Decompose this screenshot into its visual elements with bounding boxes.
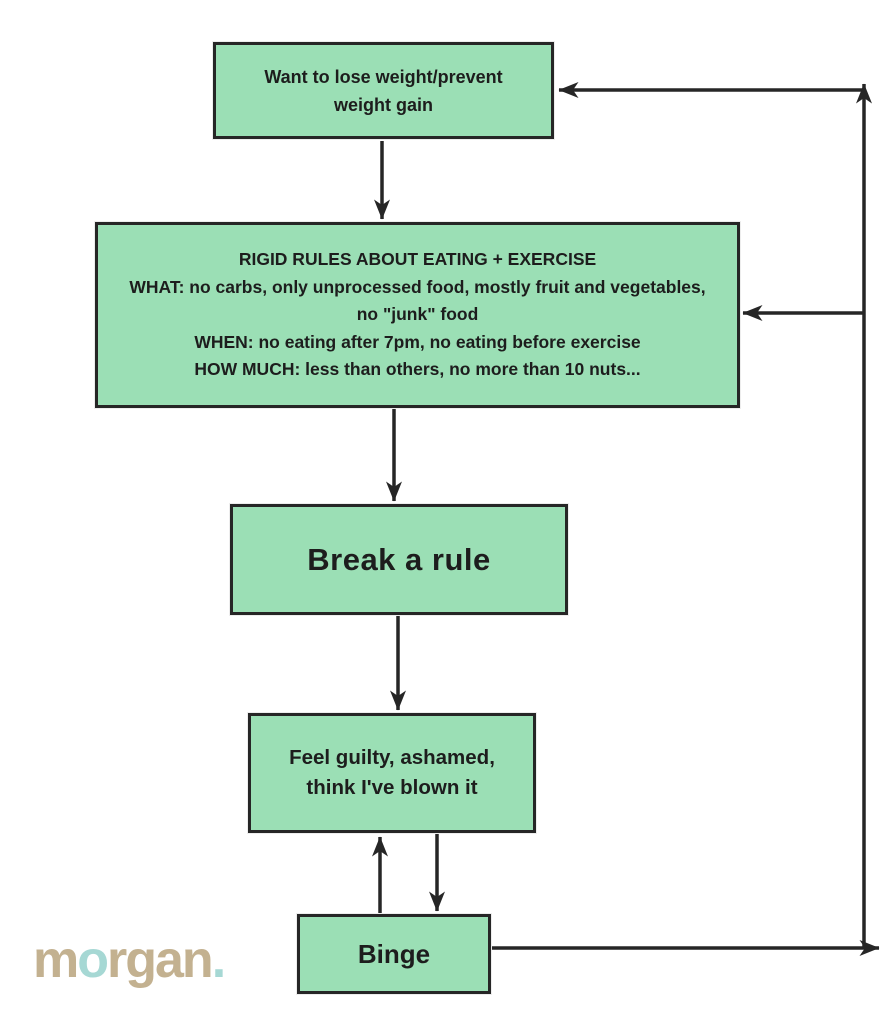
node-binge: Binge: [297, 914, 491, 994]
node-break-a-rule: Break a rule: [230, 504, 568, 615]
logo-text-m: m: [33, 931, 79, 989]
logo-text-rgan: rgan: [107, 931, 214, 989]
node-binge-label: Binge: [357, 938, 431, 969]
logo-text-o: o: [77, 931, 109, 989]
node-goal-label: Want to lose weight/prevent weight gain: [264, 66, 503, 115]
rules-how-much: HOW MUCH: less than others, no more than…: [194, 359, 641, 380]
node-break-label: Break a rule: [307, 541, 491, 577]
node-goal: Want to lose weight/prevent weight gain: [213, 42, 554, 139]
morgan-logo: morgan.: [33, 930, 227, 990]
rules-title: RIGID RULES ABOUT EATING + EXERCISE: [238, 249, 597, 270]
rules-what: WHAT: no carbs, only unprocessed food, m…: [129, 276, 706, 325]
logo-text-dot: .: [211, 931, 227, 989]
node-guilt-label: Feel guilty, ashamed, think I've blown i…: [289, 746, 495, 799]
node-feel-guilty: Feel guilty, ashamed, think I've blown i…: [248, 713, 536, 833]
node-rigid-rules: RIGID RULES ABOUT EATING + EXERCISE WHAT…: [95, 222, 740, 408]
rules-when: WHEN: no eating after 7pm, no eating bef…: [194, 331, 641, 352]
